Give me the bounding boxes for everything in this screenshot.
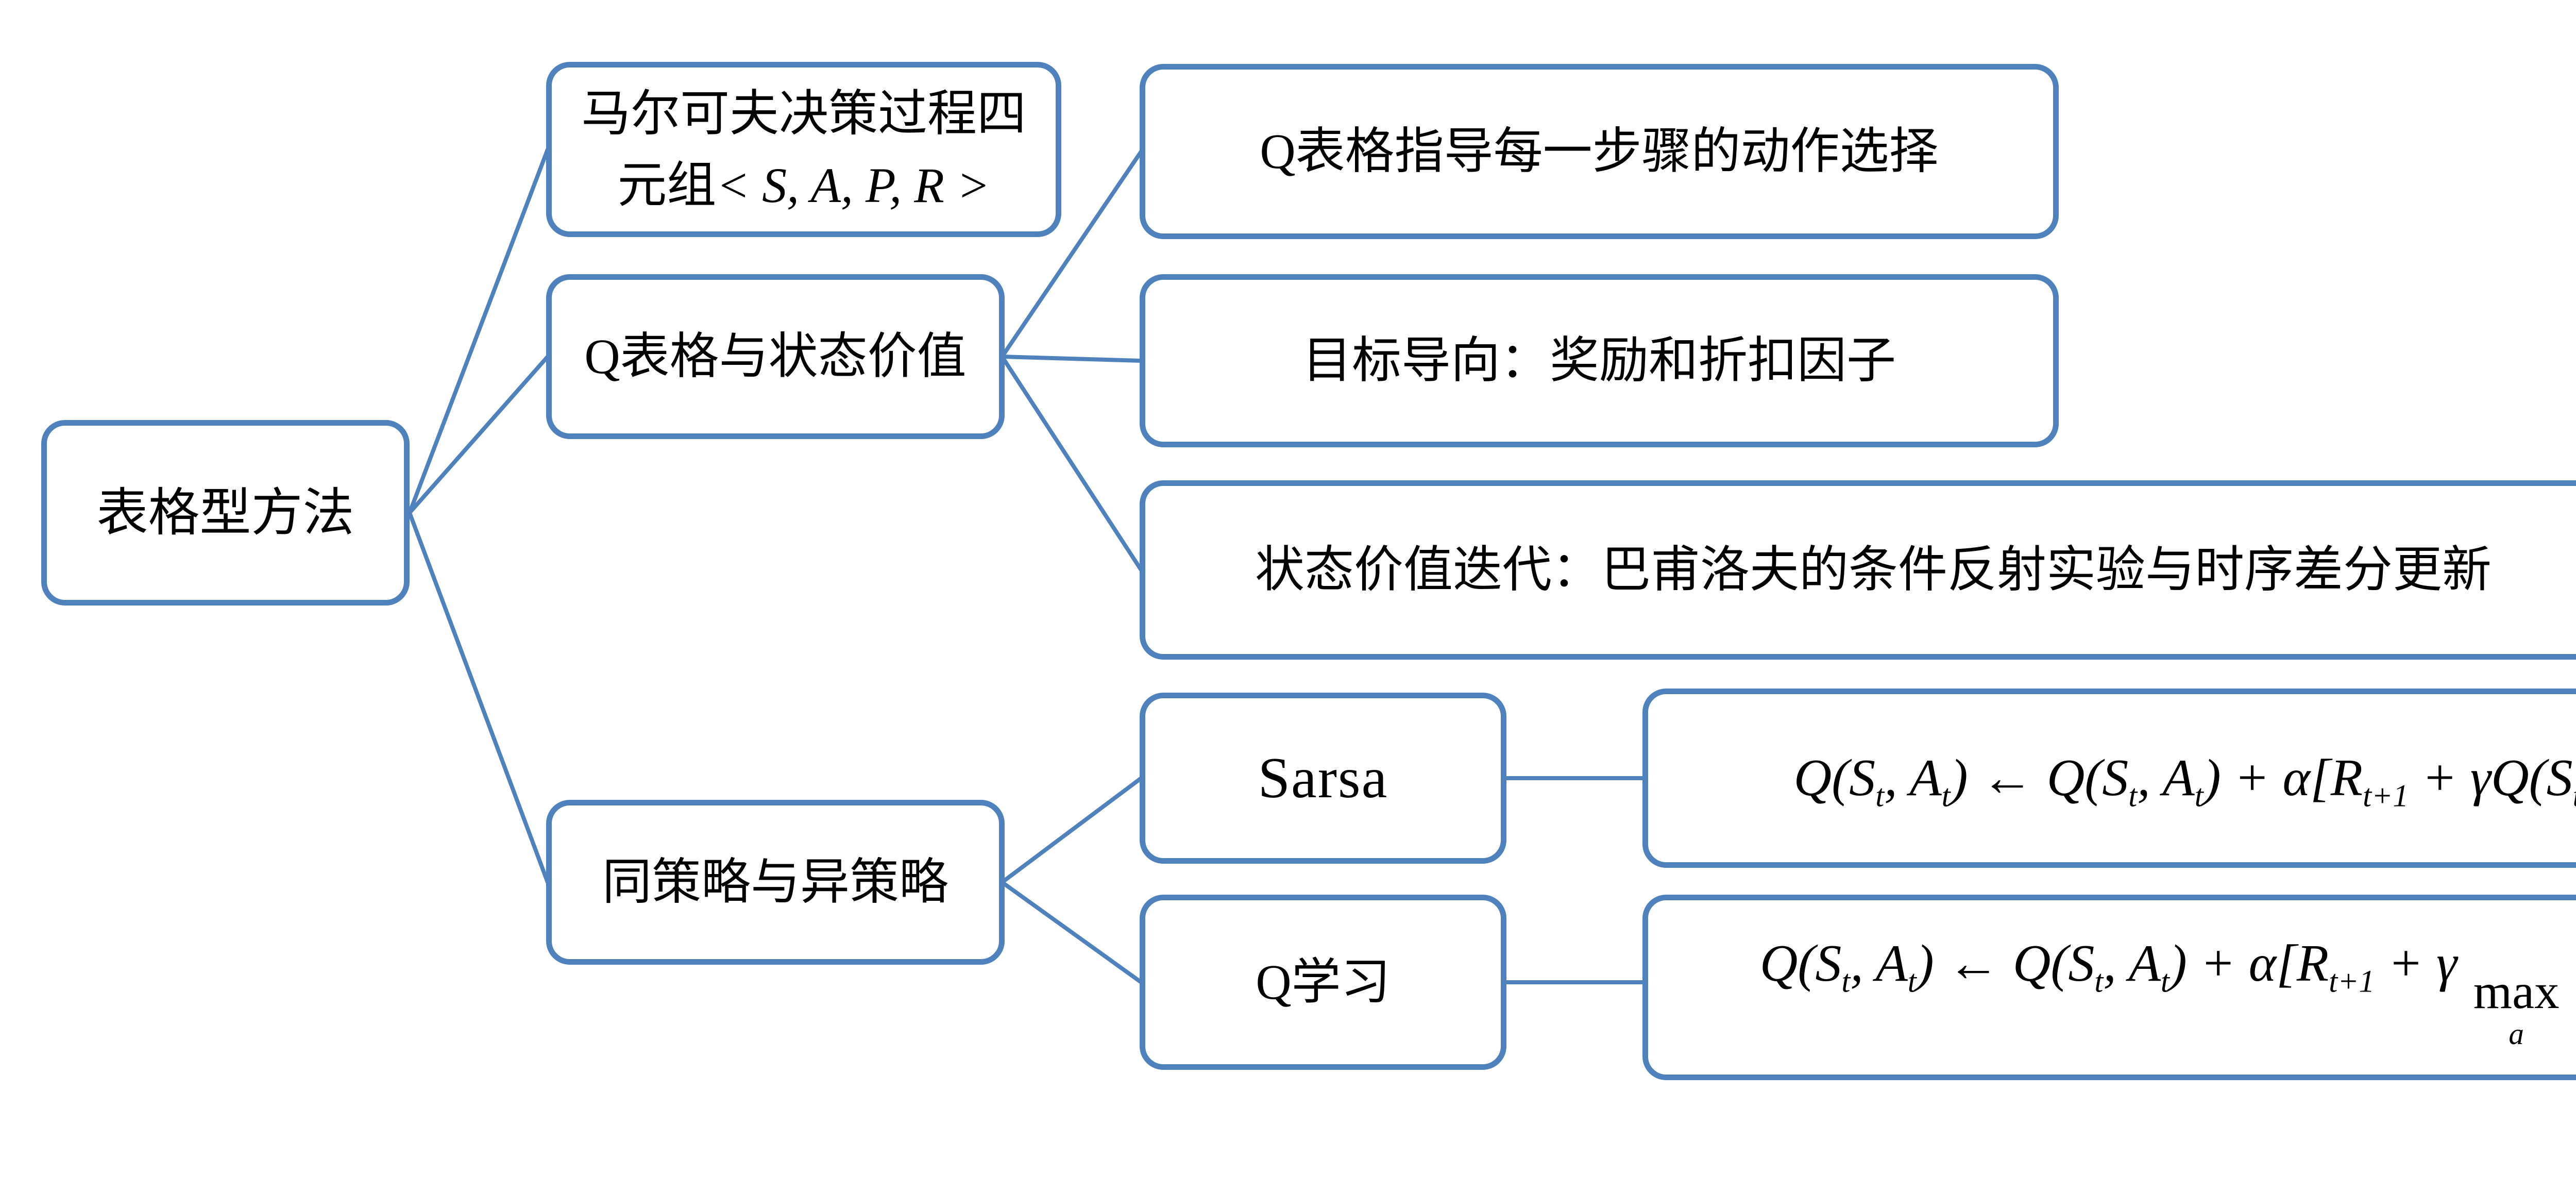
node-on-off-policy-label: 同策略与异策略 [602,854,948,910]
connector-qtable-to-qguide [1000,149,1143,359]
node-sarsa-label: Sarsa [1258,746,1388,810]
connector-qtable-to-goal [1000,355,1143,363]
node-qlearning: Q学习 [1140,895,1506,1070]
node-mdp-tuple: 马尔可夫决策过程四 元组< S, A, P, R > [546,62,1061,237]
node-sarsa-update-formula: Q(St, At) ← Q(St, At) + α[Rt+1 + γQ(St+1… [1642,689,2576,868]
node-mdp-tuple-line2-prefix: 元组 [617,158,717,213]
node-sarsa: Sarsa [1140,693,1506,864]
node-state-value-iteration: 状态价值迭代：巴甫洛夫的条件反射实验与时序差分更新 [1140,480,2576,660]
node-qtable-state-value: Q表格与状态价值 [546,274,1005,439]
connector-policy-to-sarsa [1000,776,1143,884]
node-mdp-tuple-line2: 元组< S, A, P, R > [617,149,990,221]
node-qlearning-label: Q学习 [1256,954,1391,1010]
node-state-value-iteration-label: 状态价值迭代：巴甫洛夫的条件反射实验与时序差分更新 [1255,542,2492,598]
node-tabular-methods: 表格型方法 [41,420,410,606]
node-mdp-tuple-line2-math: < S, A, P, R > [716,158,990,213]
node-tabular-methods-label: 表格型方法 [96,484,354,542]
node-goal-oriented: 目标导向：奖励和折扣因子 [1140,274,2059,447]
connector-policy-to-qlearning [1000,880,1143,984]
connector-qtable-to-valueiter [1000,355,1143,572]
node-mdp-tuple-line1: 马尔可夫决策过程四 [581,86,1026,141]
connector-root-to-policy [408,511,550,884]
node-on-off-policy: 同策略与异策略 [546,800,1005,965]
connector-root-to-qtable [408,355,550,515]
node-qtable-guides-actions: Q表格指导每一步骤的动作选择 [1140,64,2059,239]
node-qtable-state-value-label: Q表格与状态价值 [584,329,967,384]
connector-root-to-mdp [408,147,550,515]
node-goal-oriented-label: 目标导向：奖励和折扣因子 [1302,333,1896,389]
node-qtable-guides-actions-label: Q表格指导每一步骤的动作选择 [1260,124,1939,179]
sarsa-update-formula-text: Q(St, At) ← Q(St, At) + α[Rt+1 + γQ(St+1… [1793,749,2576,814]
